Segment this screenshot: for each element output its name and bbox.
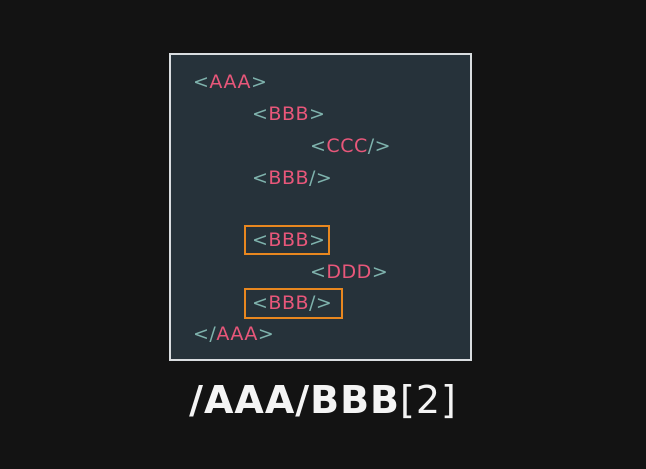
xpath-path: /AAA/BBB bbox=[189, 378, 401, 422]
tag-name: BBB bbox=[268, 167, 310, 189]
open-bracket: < bbox=[252, 292, 269, 314]
tag-name: BBB bbox=[268, 229, 310, 251]
tag-name: BBB bbox=[268, 292, 310, 314]
code-line-bbb-selfclosing-1: <BBB/> bbox=[252, 165, 332, 191]
code-line-bbb-open-2: <BBB> bbox=[252, 227, 325, 253]
code-line-bbb-selfclosing-2: <BBB/> bbox=[252, 290, 332, 316]
open-bracket: < bbox=[310, 135, 327, 157]
close-bracket: /> bbox=[367, 135, 392, 157]
xpath-index: [2] bbox=[400, 378, 457, 422]
xpath-expression: /AAA/BBB[2] bbox=[0, 378, 646, 422]
open-bracket: </ bbox=[193, 323, 217, 345]
open-bracket: < bbox=[252, 103, 269, 125]
code-line-aaa-close: </AAA> bbox=[193, 321, 274, 347]
tag-name: AAA bbox=[209, 71, 251, 93]
code-line-ddd-open: <DDD> bbox=[310, 259, 388, 285]
code-line-ccc-selfclosing: <CCC/> bbox=[310, 133, 391, 159]
highlight-box-bbb-open bbox=[244, 225, 330, 255]
tag-name: DDD bbox=[326, 261, 372, 283]
close-bracket: /> bbox=[309, 167, 333, 189]
xml-code-panel: <AAA> <BBB> <CCC/> <BBB/> <BBB> <DDD> <B… bbox=[169, 53, 472, 361]
close-bracket: > bbox=[250, 71, 268, 93]
open-bracket: < bbox=[193, 71, 210, 93]
highlight-box-bbb-selfclosing bbox=[244, 288, 343, 319]
open-bracket: < bbox=[252, 229, 269, 251]
code-line-bbb-open-1: <BBB> bbox=[252, 101, 325, 127]
tag-name: AAA bbox=[216, 323, 258, 345]
close-bracket: > bbox=[309, 103, 326, 125]
close-bracket: > bbox=[309, 229, 326, 251]
open-bracket: < bbox=[252, 167, 269, 189]
open-bracket: < bbox=[310, 261, 327, 283]
close-bracket: /> bbox=[309, 292, 333, 314]
code-line-aaa-open: <AAA> bbox=[193, 69, 267, 95]
tag-name: CCC bbox=[326, 135, 368, 157]
close-bracket: > bbox=[257, 323, 275, 345]
tag-name: BBB bbox=[268, 103, 310, 125]
close-bracket: > bbox=[371, 261, 389, 283]
